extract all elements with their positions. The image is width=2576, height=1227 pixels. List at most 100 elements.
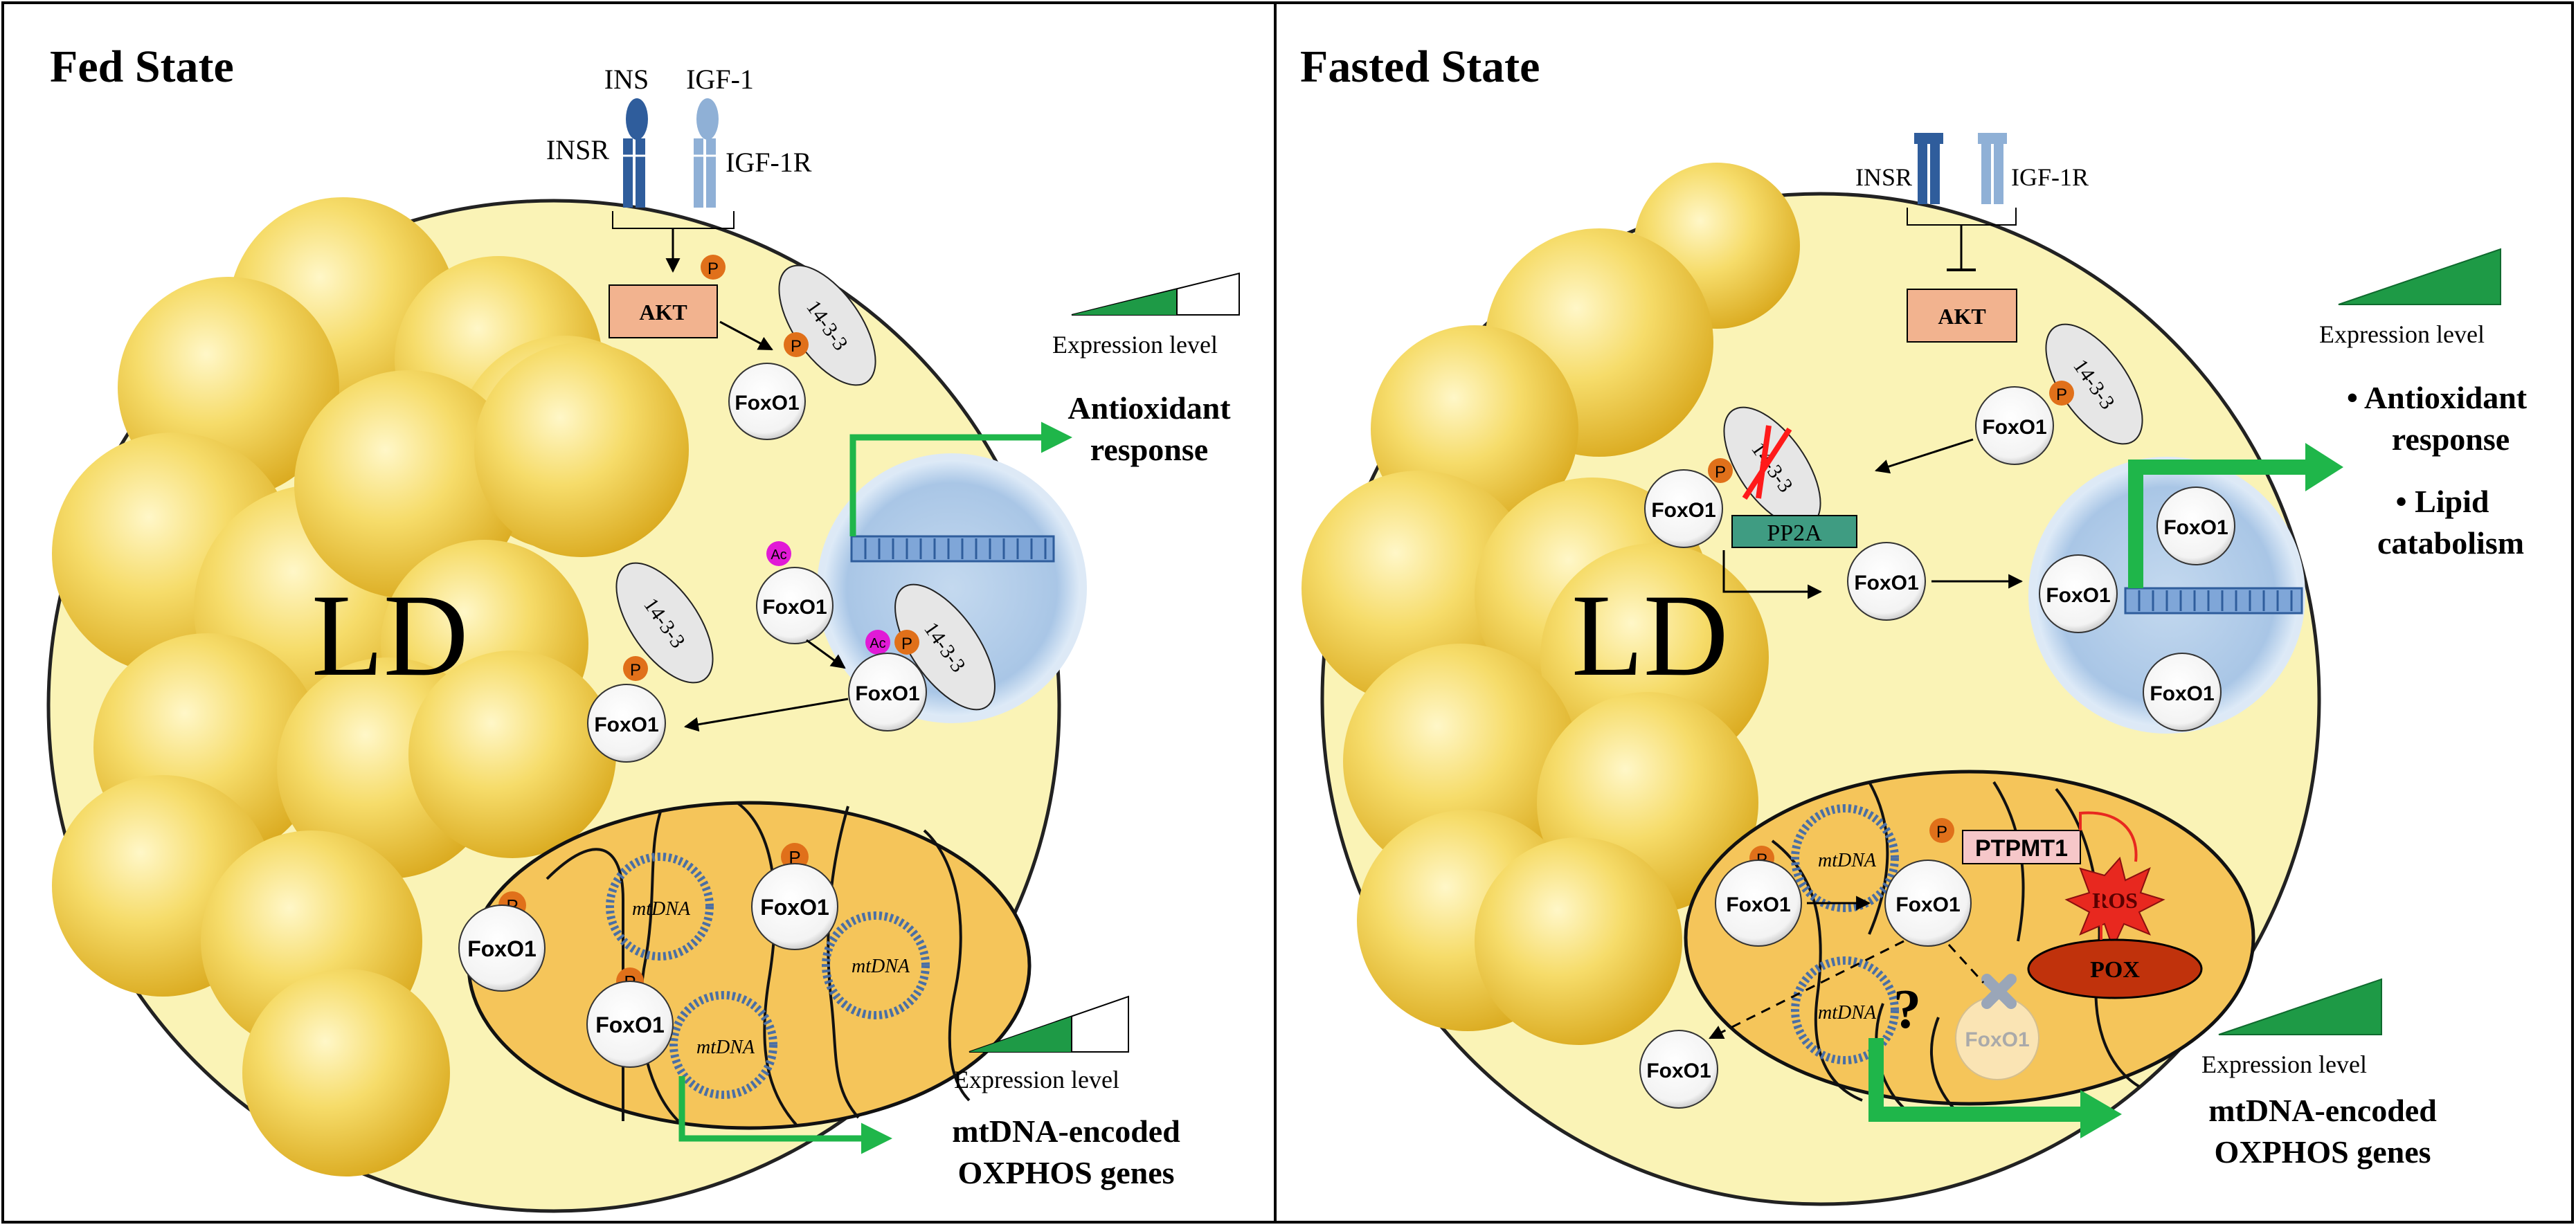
fasted-expression-level-mito <box>2218 978 2382 1035</box>
fasted-pp2a-box <box>1731 515 1857 548</box>
fasted-ptpmt1-box <box>1962 830 2081 864</box>
svg-text:FoxO1: FoxO1 <box>735 392 799 415</box>
fasted-pp2a-label: PP2A <box>1767 520 1822 546</box>
fed-expression-level-nuclear <box>1071 272 1240 316</box>
fed-insr-label: INSR <box>546 134 609 165</box>
fasted-lipid-line1: • Lipid <box>2395 484 2489 519</box>
fed-oxphos-line2: OXPHOS genes <box>957 1155 1174 1190</box>
fed-nuclear-export-arrow <box>683 698 849 732</box>
fasted-oxphos-line1: mtDNA-encoded <box>2208 1093 2437 1128</box>
svg-text:FoxO1: FoxO1 <box>762 596 827 619</box>
fasted-insr-receptor <box>1914 133 1943 204</box>
svg-text:P: P <box>1715 463 1726 482</box>
fed-mtdna-circles <box>606 853 930 1099</box>
fasted-igf1r-label: IGF-1R <box>2011 163 2089 191</box>
fed-expression-level-mito <box>969 995 1129 1053</box>
fasted-panel: Fasted State LD INSR IGF-1R <box>1300 42 2528 1206</box>
fasted-blocked-x <box>1981 974 2017 1009</box>
svg-text:mtDNA: mtDNA <box>696 1037 755 1058</box>
fed-foxo-phospho-top <box>784 332 809 357</box>
fed-foxo1-mito-1 <box>458 905 546 992</box>
fed-foxo1-nuclear-acetyl <box>756 567 834 644</box>
fed-akt-phospho <box>701 255 726 280</box>
fed-antioxidant-arrow <box>849 421 1072 536</box>
svg-text:P: P <box>789 847 800 868</box>
fed-foxo1-cytosol-top <box>728 363 806 440</box>
fed-igf1-label: IGF-1 <box>686 64 754 95</box>
fasted-ptpmt1-label: PTPMT1 <box>1975 835 2068 862</box>
fasted-nuclear-dna <box>2124 587 2303 615</box>
svg-text:Ac: Ac <box>870 636 885 651</box>
fasted-foxo1-cytosol-right <box>1975 386 2054 465</box>
fed-oxphos-line1: mtDNA-encoded <box>952 1114 1180 1149</box>
svg-text:FoxO1: FoxO1 <box>1965 1028 2029 1051</box>
fasted-14-3-3-release-cross <box>1742 425 1792 500</box>
fasted-pox <box>2027 938 2203 999</box>
svg-text:FoxO1: FoxO1 <box>1982 416 2046 439</box>
fasted-akt-box <box>1907 289 2017 343</box>
fasted-oxphos-line2: OXPHOS genes <box>2214 1134 2431 1170</box>
fasted-foxo1-nuclear-1 <box>2156 487 2235 565</box>
fed-antioxidant-line2: response <box>1090 432 1208 467</box>
fasted-mtdna-circles <box>1791 804 1899 1064</box>
fed-akt-to-foxo-arrow <box>719 320 773 351</box>
fed-foxo1-mito-3 <box>586 981 674 1068</box>
svg-text:Ac: Ac <box>771 547 786 563</box>
svg-text:FoxO1: FoxO1 <box>2150 682 2214 705</box>
fasted-akt-label: AKT <box>1938 304 1985 329</box>
svg-text:P: P <box>708 260 719 278</box>
fed-ins-label: INS <box>604 64 649 95</box>
svg-text:P: P <box>630 661 641 680</box>
fasted-foxo1-dephosphorylated <box>1847 542 1926 621</box>
fasted-14-3-3-right: 14-3-3 <box>2045 323 2143 445</box>
fasted-antioxidant-line2: response <box>2392 421 2510 457</box>
svg-text:mtDNA: mtDNA <box>632 898 691 920</box>
fed-acetyl-mark-2 <box>865 630 890 655</box>
fed-insr-receptor <box>623 98 648 208</box>
fasted-foxo1-nuclear-2 <box>2039 554 2118 633</box>
fed-lipid-droplets <box>52 197 689 1176</box>
fed-igf1r-receptor <box>694 98 719 208</box>
svg-text:FoxO1: FoxO1 <box>2163 516 2228 539</box>
fasted-foxo1-pp2a <box>1644 469 1723 548</box>
fasted-foxo1-mito-phospho <box>1715 860 1802 947</box>
fed-foxo-phospho-cytosol <box>623 656 648 681</box>
svg-text:P: P <box>1936 823 1947 842</box>
fed-title: Fed State <box>50 42 234 92</box>
fed-expression-label-mito: Expression level <box>954 1066 1119 1093</box>
svg-text:FoxO1: FoxO1 <box>1895 893 1960 916</box>
fasted-lipid-line2: catabolism <box>2377 525 2524 561</box>
fasted-foxo1-mito-dephospho <box>1884 860 1972 947</box>
fed-akt-box <box>609 284 718 338</box>
fasted-ros-label: ROS <box>2092 888 2138 913</box>
fasted-foxo1-exported <box>1639 1030 1718 1109</box>
fasted-mitochondrion <box>1684 770 2255 1106</box>
svg-text:P: P <box>791 337 802 356</box>
svg-text:FoxO1: FoxO1 <box>2046 584 2110 607</box>
fasted-insr-label: INSR <box>1855 163 1912 191</box>
fasted-ros-burst <box>2064 856 2165 950</box>
fed-14-3-3-top: 14-3-3 <box>778 264 876 386</box>
svg-text:FoxO1: FoxO1 <box>855 682 919 705</box>
fasted-expression-level-nuclear <box>2338 248 2501 305</box>
fasted-antioxidant-line1: • Antioxidant <box>2347 380 2528 415</box>
fasted-oxphos-arrow <box>1868 1038 2084 1122</box>
fasted-ld-label: LD <box>1571 570 1729 700</box>
fasted-title: Fasted State <box>1300 42 1540 92</box>
fed-panel: Fed State LD <box>46 42 1240 1213</box>
fasted-question-mark: ? <box>1893 979 1921 1040</box>
svg-text:FoxO1: FoxO1 <box>760 895 829 920</box>
fasted-lipid-droplets <box>1301 163 1800 1045</box>
fed-14-3-3-cytosol: 14-3-3 <box>615 562 714 684</box>
fed-mitochondrion <box>467 801 1032 1130</box>
svg-text:mtDNA: mtDNA <box>1818 850 1877 871</box>
fed-akt-label: AKT <box>639 300 687 325</box>
svg-text:FoxO1: FoxO1 <box>1651 499 1715 522</box>
fasted-expression-label-nuclear: Expression level <box>2319 320 2485 348</box>
fed-mito-cristae <box>546 801 971 1126</box>
svg-text:FoxO1: FoxO1 <box>1646 1060 1711 1082</box>
fed-foxo1-cytosol <box>587 684 666 763</box>
fed-ld-label: LD <box>312 570 469 700</box>
